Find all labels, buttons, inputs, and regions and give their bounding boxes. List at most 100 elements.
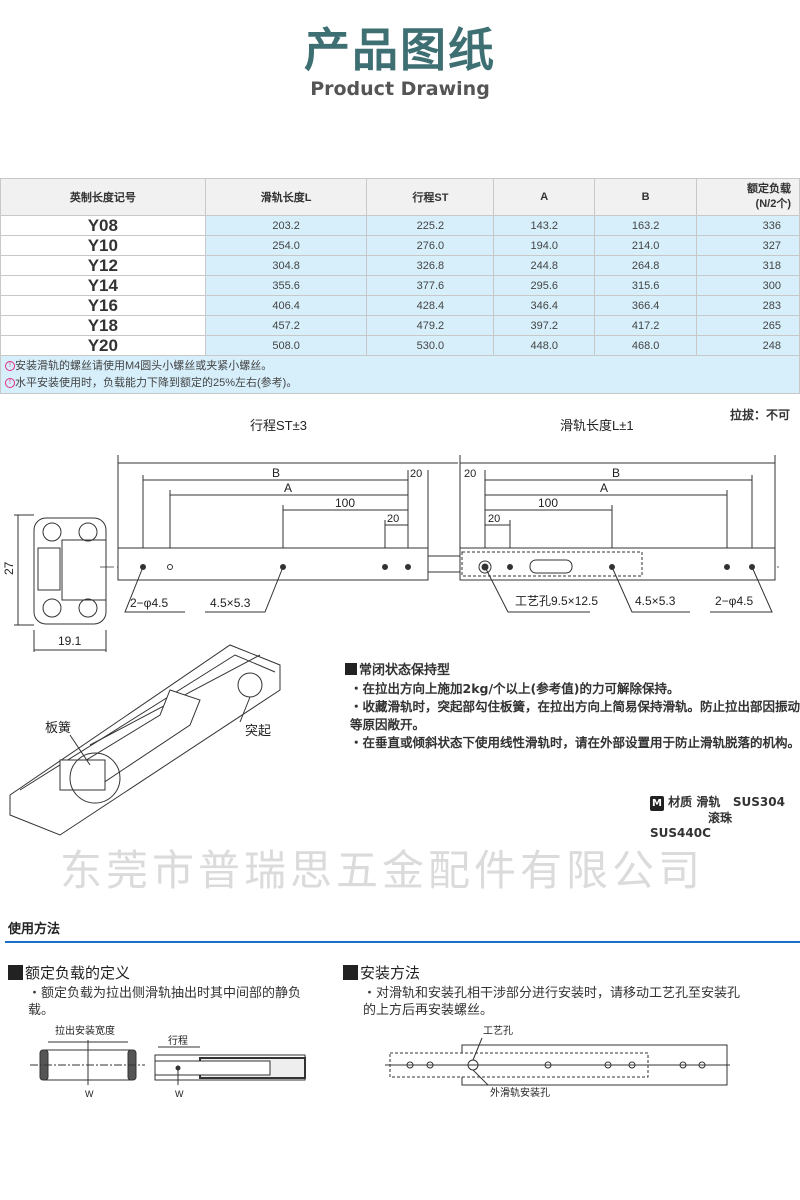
value-cell: 397.2 <box>493 315 596 336</box>
dim-b-right: B <box>612 466 620 480</box>
pin-icon: ! <box>5 360 15 371</box>
col-header: 英制长度记号 <box>0 178 206 216</box>
value-cell: 248 <box>696 335 800 356</box>
value-cell: 457.2 <box>204 315 368 336</box>
install-text: ・对滑轨和安装孔相干涉部分进行安装时，请移动工艺孔至安装孔的上方后再安装螺丝。 <box>363 986 741 1018</box>
label-w: W <box>85 1089 94 1099</box>
install-section: 安装方法 ・对滑轨和安装孔相干涉部分进行安装时，请移动工艺孔至安装孔的上方后再安… <box>343 962 743 1019</box>
rated-load-section: 额定负载的定义 ・额定负载为拉出侧滑轨抽出时其中间部的静负载。 <box>8 962 308 1019</box>
value-cell: 203.2 <box>204 215 368 236</box>
value-cell: 295.6 <box>493 275 596 296</box>
product-drawing: 行程ST±3 滑轨长度L±1 B A 100 20 20 20 B A 100 … <box>2 418 780 894</box>
col-header: 额定负载(N/2个) <box>696 178 800 216</box>
label-spring: 板簧 <box>45 720 71 735</box>
dim-b-left: B <box>272 466 280 480</box>
rated-diagram-2 <box>154 1046 306 1085</box>
value-cell: 355.6 <box>204 275 368 296</box>
dim-width: 19.1 <box>58 634 82 648</box>
value-cell: 366.4 <box>594 295 698 316</box>
value-cell: 244.8 <box>493 255 596 276</box>
notes-cell: !安装滑轨的螺丝请使用M4圆头小螺丝或夹紧小螺丝。!水平安装使用时，负载能力下降… <box>0 355 800 394</box>
label-pull-width: 拉出安装宽度 <box>55 1024 115 1037</box>
feature-bullet: ・收藏滑轨时，突起部勾住板簧，在拉出方向上简易保持滑轨。防止拉出部因振动等原因敞… <box>350 699 800 732</box>
square-bullet-icon <box>8 965 23 980</box>
value-cell: 530.0 <box>366 335 495 356</box>
rated-diagram-1 <box>30 1040 145 1085</box>
value-cell: 163.2 <box>594 215 698 236</box>
dim-stroke: 行程ST±3 <box>250 418 307 433</box>
value-cell: 508.0 <box>204 335 368 356</box>
material-badge: M <box>650 796 664 811</box>
rail-side-view <box>117 547 776 613</box>
value-cell: 225.2 <box>366 215 495 236</box>
material-label: 材质 <box>668 795 693 809</box>
label-bump: 突起 <box>245 723 271 738</box>
dim-height: 27 <box>2 561 16 575</box>
size-code-cell: Y20 <box>0 335 206 356</box>
label-w-2: W <box>175 1089 184 1099</box>
label-stroke: 行程 <box>168 1034 188 1047</box>
feature-bullet: ・在垂直或倾斜状态下使用线性滑轨时，请在外部设置用于防止滑轨脱落的机构。 <box>350 735 800 750</box>
notes-row: !安装滑轨的螺丝请使用M4圆头小螺丝或夹紧小螺丝。!水平安装使用时，负载能力下降… <box>0 355 800 394</box>
note-text: 安装滑轨的螺丝请使用M4圆头小螺丝或夹紧小螺丝。 <box>15 359 273 372</box>
dim-a-right: A <box>600 481 608 495</box>
table-header: 英制长度记号 滑轨长度L 行程ST A B 额定负载(N/2个) <box>0 178 800 216</box>
label-hole-right-2: 2−φ4.5 <box>715 594 753 608</box>
page-title: 产品图纸 <box>304 23 496 77</box>
square-bullet-icon <box>343 965 358 980</box>
svg-text:东莞市普瑞思五金配件有限公司: 东莞市普瑞思五金配件有限公司 <box>60 847 704 894</box>
cross-section-view <box>14 514 107 652</box>
value-cell: 406.4 <box>204 295 368 316</box>
size-code-cell: Y18 <box>0 315 206 336</box>
col-header: B <box>594 178 698 216</box>
value-cell: 346.4 <box>493 295 596 316</box>
pull-note: 拉拔：不可 <box>729 408 790 422</box>
ball-label: 滚珠 <box>708 811 733 825</box>
value-cell: 194.0 <box>493 235 596 256</box>
watermark: 东莞市普瑞思五金配件有限公司 <box>60 847 704 894</box>
value-cell: 265 <box>696 315 800 336</box>
feature-heading: 常闭状态保持型 <box>359 663 451 678</box>
label-hole-left-2: 4.5×5.3 <box>210 596 251 610</box>
dim-20-left-top: 20 <box>410 468 422 480</box>
dim-20-right-top: 20 <box>464 468 476 480</box>
note-text: 水平安装使用时，负载能力下降到额定的25%左右(参考)。 <box>15 376 298 389</box>
dim-20-left: 20 <box>387 513 399 525</box>
value-cell: 327 <box>696 235 800 256</box>
label-outer-rail-hole: 外滑轨安装孔 <box>490 1086 550 1099</box>
size-code-cell: Y12 <box>0 255 206 276</box>
pin-icon: ! <box>5 377 15 388</box>
install-diagram <box>385 1037 730 1086</box>
label-hole-left-1: 2−φ4.5 <box>130 596 168 610</box>
divider <box>5 941 800 943</box>
isometric-view <box>9 644 281 836</box>
feature-description: 常闭状态保持型 ・在拉出方向上施加2kg/个以上(参考值)的力可解除保持。 ・收… <box>345 662 800 752</box>
value-cell: 479.2 <box>366 315 495 336</box>
col-header: A <box>493 178 596 216</box>
feature-bullet: ・在拉出方向上施加2kg/个以上(参考值)的力可解除保持。 <box>350 681 680 696</box>
label-process-hole-usage: 工艺孔 <box>483 1025 513 1037</box>
dim-100-right: 100 <box>538 496 558 510</box>
page-subtitle: Product Drawing <box>310 78 490 100</box>
size-code-cell: Y16 <box>0 295 206 316</box>
rated-heading: 额定负载的定义 <box>25 964 131 982</box>
dim-100-left: 100 <box>335 496 355 510</box>
dim-a-left: A <box>284 481 292 495</box>
col-header: 行程ST <box>366 178 495 216</box>
label-process-hole: 工艺孔9.5×12.5 <box>515 594 598 608</box>
rail-label: 滑轨 <box>696 795 721 809</box>
dim-length: 滑轨长度L±1 <box>560 418 634 433</box>
value-cell: 318 <box>696 255 800 276</box>
usage-title: 使用方法 <box>8 922 61 937</box>
value-cell: 377.6 <box>366 275 495 296</box>
install-heading: 安装方法 <box>360 964 421 982</box>
value-cell: 300 <box>696 275 800 296</box>
value-cell: 283 <box>696 295 800 316</box>
